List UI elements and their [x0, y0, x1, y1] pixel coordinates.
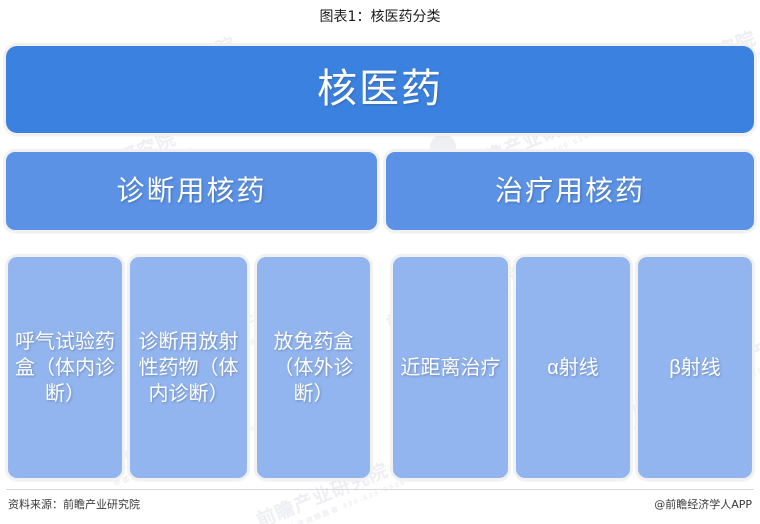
node-level1-root: 核医药 [6, 46, 754, 133]
node-level2-diagnostic: 诊断用核药 [6, 152, 377, 230]
node-label: 核医药 [317, 67, 443, 112]
node-level3-diagnostic-radiopharmaceutical: 诊断用放射性药物（体内诊断） [130, 257, 247, 478]
node-label: 诊断用放射性药物（体内诊断） [138, 330, 239, 405]
node-level3-radioimmunoassay-kit: 放免药盒（体外诊断） [257, 257, 370, 478]
node-level3-breath-test-kit: 呼气试验药盒（体内诊断） [8, 257, 122, 478]
node-label: α射线 [547, 356, 599, 379]
node-label: 治疗用核药 [494, 174, 645, 206]
node-label: β射线 [669, 356, 721, 379]
footer: 资料来源：前瞻产业研究院 @前瞻经济学人APP [0, 496, 760, 516]
node-level3-brachytherapy: 近距离治疗 [393, 257, 508, 478]
node-level2-therapeutic: 治疗用核药 [386, 152, 754, 230]
node-label: 呼气试验药盒（体内诊断） [15, 330, 115, 405]
node-label: 近距离治疗 [400, 356, 501, 379]
node-label: 诊断用核药 [116, 174, 267, 206]
node-level3-alpha-ray: α射线 [516, 257, 630, 478]
footer-brand-text: @前瞻经济学人APP [654, 498, 752, 511]
chart-title: 图表1：核医药分类 [319, 9, 441, 25]
footer-divider [6, 489, 754, 490]
node-level3-beta-ray: β射线 [638, 257, 752, 478]
footer-source-text: 资料来源：前瞻产业研究院 [8, 498, 140, 511]
node-label: 放免药盒（体外诊断） [273, 330, 354, 405]
